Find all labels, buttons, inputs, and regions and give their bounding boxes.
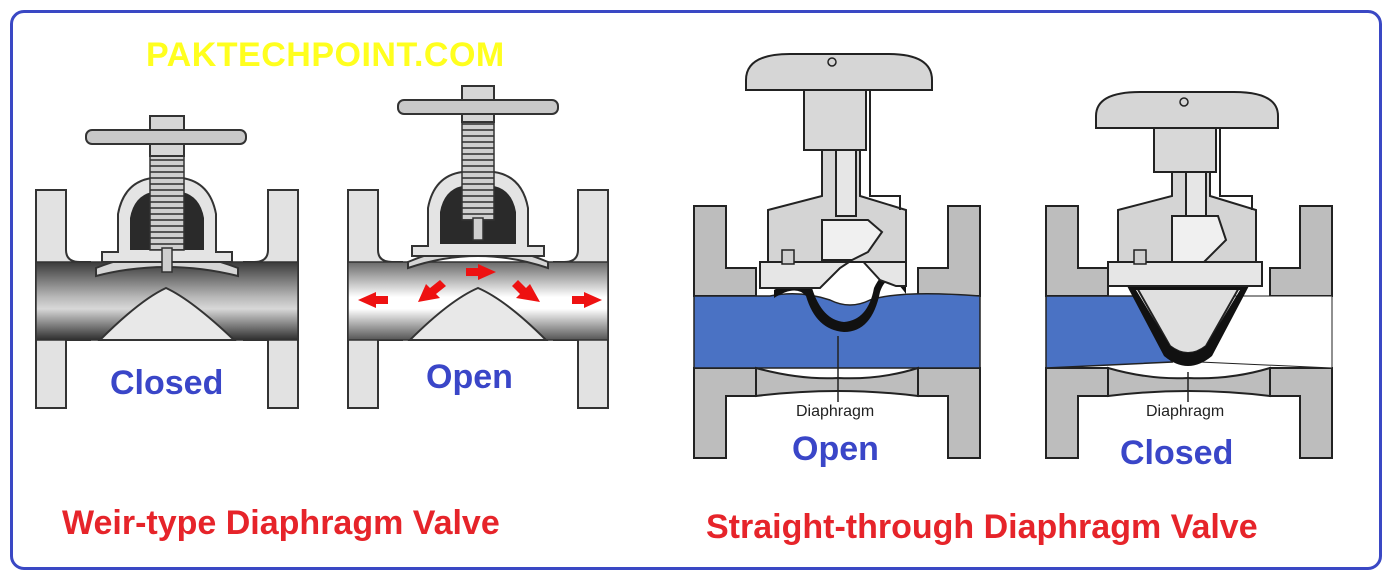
outer-frame	[10, 10, 1382, 570]
flow-arrows	[358, 264, 602, 308]
straight-valve-open	[693, 53, 981, 459]
weir-open-label: Open	[426, 358, 513, 396]
straight-caption: Straight-through Diaphragm Valve	[706, 508, 1258, 546]
straight-open-label: Open	[792, 430, 879, 468]
weir-caption: Weir-type Diaphragm Valve	[62, 504, 500, 542]
straight-valve-closed	[1045, 91, 1333, 459]
weir-closed-label: Closed	[110, 364, 224, 402]
weir-valve-closed	[35, 115, 299, 409]
straight-closed-label: Closed	[1120, 434, 1234, 472]
weir-valve-open	[347, 85, 609, 409]
diaphragm-label-open: Diaphragm	[796, 403, 875, 420]
brand-watermark: PAKTECHPOINT.COM	[146, 36, 505, 74]
diaphragm-label-closed: Diaphragm	[1146, 403, 1225, 420]
